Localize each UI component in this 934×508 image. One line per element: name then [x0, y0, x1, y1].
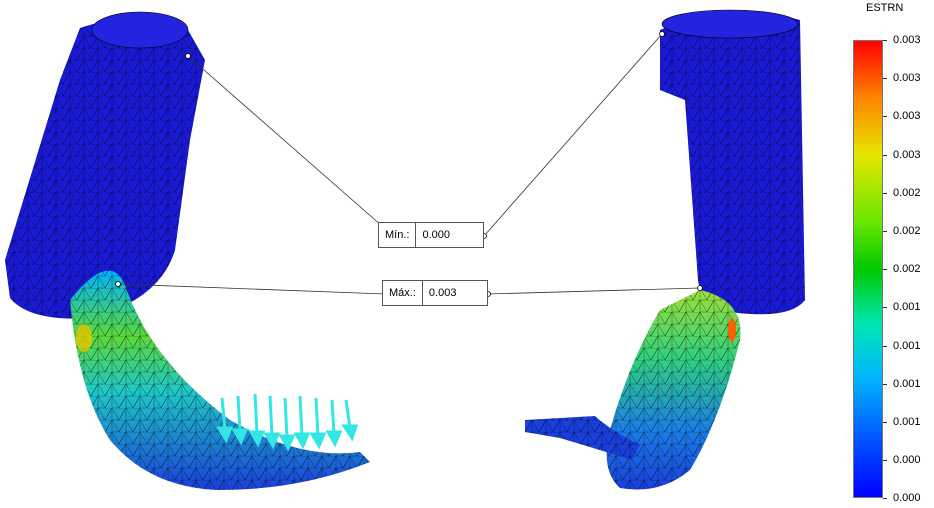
probe-point-max-left[interactable] [115, 281, 121, 287]
right-part-model[interactable] [525, 9, 805, 490]
colorbar-tick [883, 192, 887, 194]
max-label: Máx.: [383, 281, 423, 305]
probe-point-max-right[interactable] [697, 285, 703, 291]
colorbar-label: 0.001 [893, 416, 921, 428]
colorbar-label: 0.001 [893, 339, 921, 352]
min-value: 0.000 [422, 229, 450, 241]
colorbar-label: 0.003 [893, 148, 921, 161]
colorbar-label: 0.001 [893, 301, 921, 314]
colorbar-tick [883, 78, 887, 80]
probe-point-min-left[interactable] [185, 53, 191, 59]
colorbar-label: 0.003 [893, 34, 921, 46]
colorbar-title: ESTRN [866, 2, 904, 14]
min-label: Mín.: [379, 223, 417, 247]
colorbar-tick [883, 154, 887, 156]
colorbar-label: 0.002 [893, 225, 921, 237]
colorbar-tick [883, 422, 887, 423]
colorbar-tick [883, 231, 887, 232]
probe-point-min-right[interactable] [659, 31, 665, 37]
colorbar-label: 0.001 [893, 377, 921, 390]
colorbar-label: 0.002 [893, 186, 921, 199]
colorbar-tick [883, 498, 887, 500]
load-arrows [216, 393, 359, 452]
max-value: 0.003 [428, 287, 457, 299]
colorbar-gradient [853, 40, 883, 498]
max-callout[interactable]: Máx.: 0.003 [382, 280, 488, 306]
colorbar-tick [883, 383, 887, 385]
colorbar-label: 0.003 [893, 110, 921, 123]
min-callout[interactable]: Mín.: 0.000 [378, 222, 484, 248]
colorbar-tick [883, 460, 887, 462]
colorbar-tick [883, 307, 887, 309]
colorbar-tick [883, 345, 887, 347]
colorbar-tick [883, 40, 887, 41]
colorbar-tick [883, 116, 887, 118]
probe-leaders [117, 33, 701, 295]
colorbar-label: 0.003 [893, 72, 921, 85]
colorbar-label: 0.002 [893, 263, 921, 276]
colorbar-label: 0.000 [893, 492, 921, 505]
left-part-model[interactable] [5, 11, 370, 490]
colorbar-tick [883, 269, 887, 271]
colorbar-label: 0.000 [893, 454, 921, 467]
